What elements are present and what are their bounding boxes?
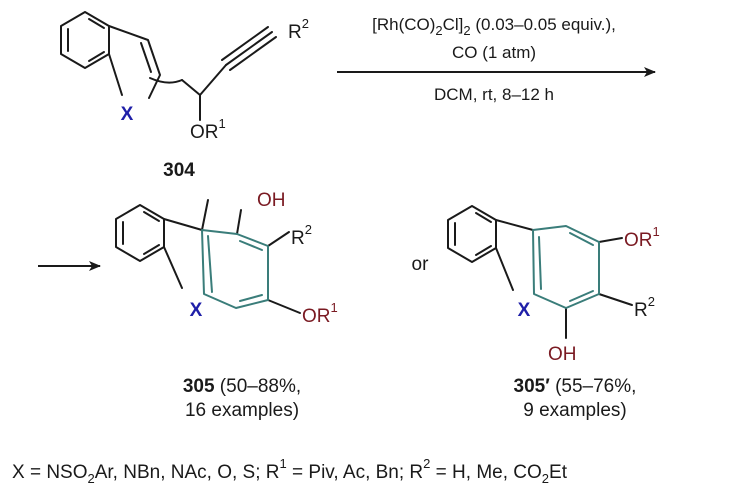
reactant-r2-label: R2 — [288, 16, 309, 43]
compound-id-304: 304 — [163, 160, 195, 181]
product-305-prime-examples: 9 examples) — [523, 400, 627, 421]
solvent-conditions-label: DCM, rt, 8–12 h — [434, 85, 554, 104]
substituent-definitions-footnote: X = NSO2Ar, NBn, NAc, O, S; R1 = Piv, Ac… — [12, 456, 568, 486]
product-305-structure — [115, 199, 301, 314]
product-305-or1-label: OR1 — [302, 300, 338, 327]
reactant-304-structure — [60, 11, 277, 121]
product-305-heteroatom-x: X — [190, 300, 203, 321]
product-305-examples: 16 examples) — [185, 400, 299, 421]
co-pressure-label: CO (1 atm) — [452, 43, 536, 62]
product-305-r2-label: R2 — [291, 222, 312, 249]
reactant-heteroatom-x: X — [121, 104, 134, 125]
product-305-prime-heteroatom-x: X — [518, 300, 531, 321]
product-305-hydroxy-label: OH — [257, 190, 286, 211]
product-305-yield: 305 (50–88%, — [183, 376, 301, 397]
product-305-prime-structure — [447, 205, 633, 339]
catalyst-label: [Rh(CO)2Cl]2 (0.03–0.05 equiv.), — [372, 15, 616, 38]
product-305-prime-yield: 305′ (55–76%, — [514, 376, 637, 397]
product-305-prime-hydroxy-label: OH — [548, 344, 577, 365]
product-305-prime-r2-label: R2 — [634, 294, 655, 321]
product-305-prime-or1-label: OR1 — [624, 224, 660, 251]
or-separator: or — [412, 254, 430, 275]
reactant-or1-label: OR1 — [190, 116, 226, 143]
